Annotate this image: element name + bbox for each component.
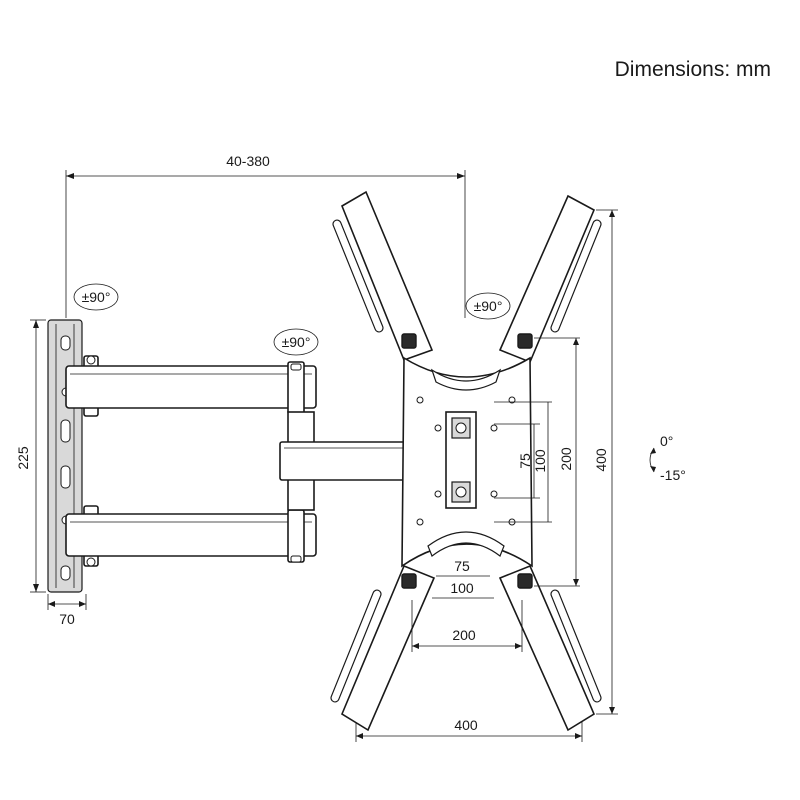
units-label: Dimensions: mm bbox=[615, 58, 771, 81]
tilt-top-value: 0° bbox=[660, 433, 673, 449]
vesa-bracket bbox=[330, 190, 602, 732]
arm-extension-value: 40-380 bbox=[226, 153, 270, 169]
wall-swivel-value: ±90° bbox=[82, 289, 111, 305]
wall-swivel-badge: ±90° bbox=[73, 283, 119, 311]
arm-extension-dimension: 40-380 bbox=[65, 153, 466, 318]
swing-arms bbox=[65, 355, 417, 567]
vesa-h-400-value: 400 bbox=[454, 717, 478, 733]
wall-plate-depth-value: 70 bbox=[59, 611, 75, 627]
vesa-v-75-value: 75 bbox=[517, 453, 533, 469]
vesa-v-100-value: 100 bbox=[532, 449, 548, 473]
head-swivel-value: ±90° bbox=[474, 298, 503, 314]
vesa-h-75-value: 75 bbox=[454, 558, 470, 574]
head-swivel-badge: ±90° bbox=[465, 292, 511, 320]
vesa-h-100-value: 100 bbox=[450, 580, 474, 596]
vesa-horizontal-dimensions: 75 100 200 400 bbox=[355, 558, 583, 742]
arm-swivel-badge: ±90° bbox=[273, 328, 319, 356]
tilt-bottom-value: -15° bbox=[660, 467, 686, 483]
vesa-h-200-value: 200 bbox=[452, 627, 476, 643]
wall-plate-depth-dimension: 70 bbox=[47, 594, 87, 627]
vesa-v-400-value: 400 bbox=[593, 448, 609, 472]
wall-plate-height-dimension: 225 bbox=[15, 319, 46, 593]
arm-swivel-value: ±90° bbox=[282, 334, 311, 350]
tilt-indicator: 0° -15° bbox=[649, 433, 686, 483]
vesa-vertical-dimensions: 75 100 200 400 bbox=[494, 209, 618, 715]
wall-plate-height-value: 225 bbox=[15, 446, 31, 470]
vesa-v-200-value: 200 bbox=[558, 447, 574, 471]
